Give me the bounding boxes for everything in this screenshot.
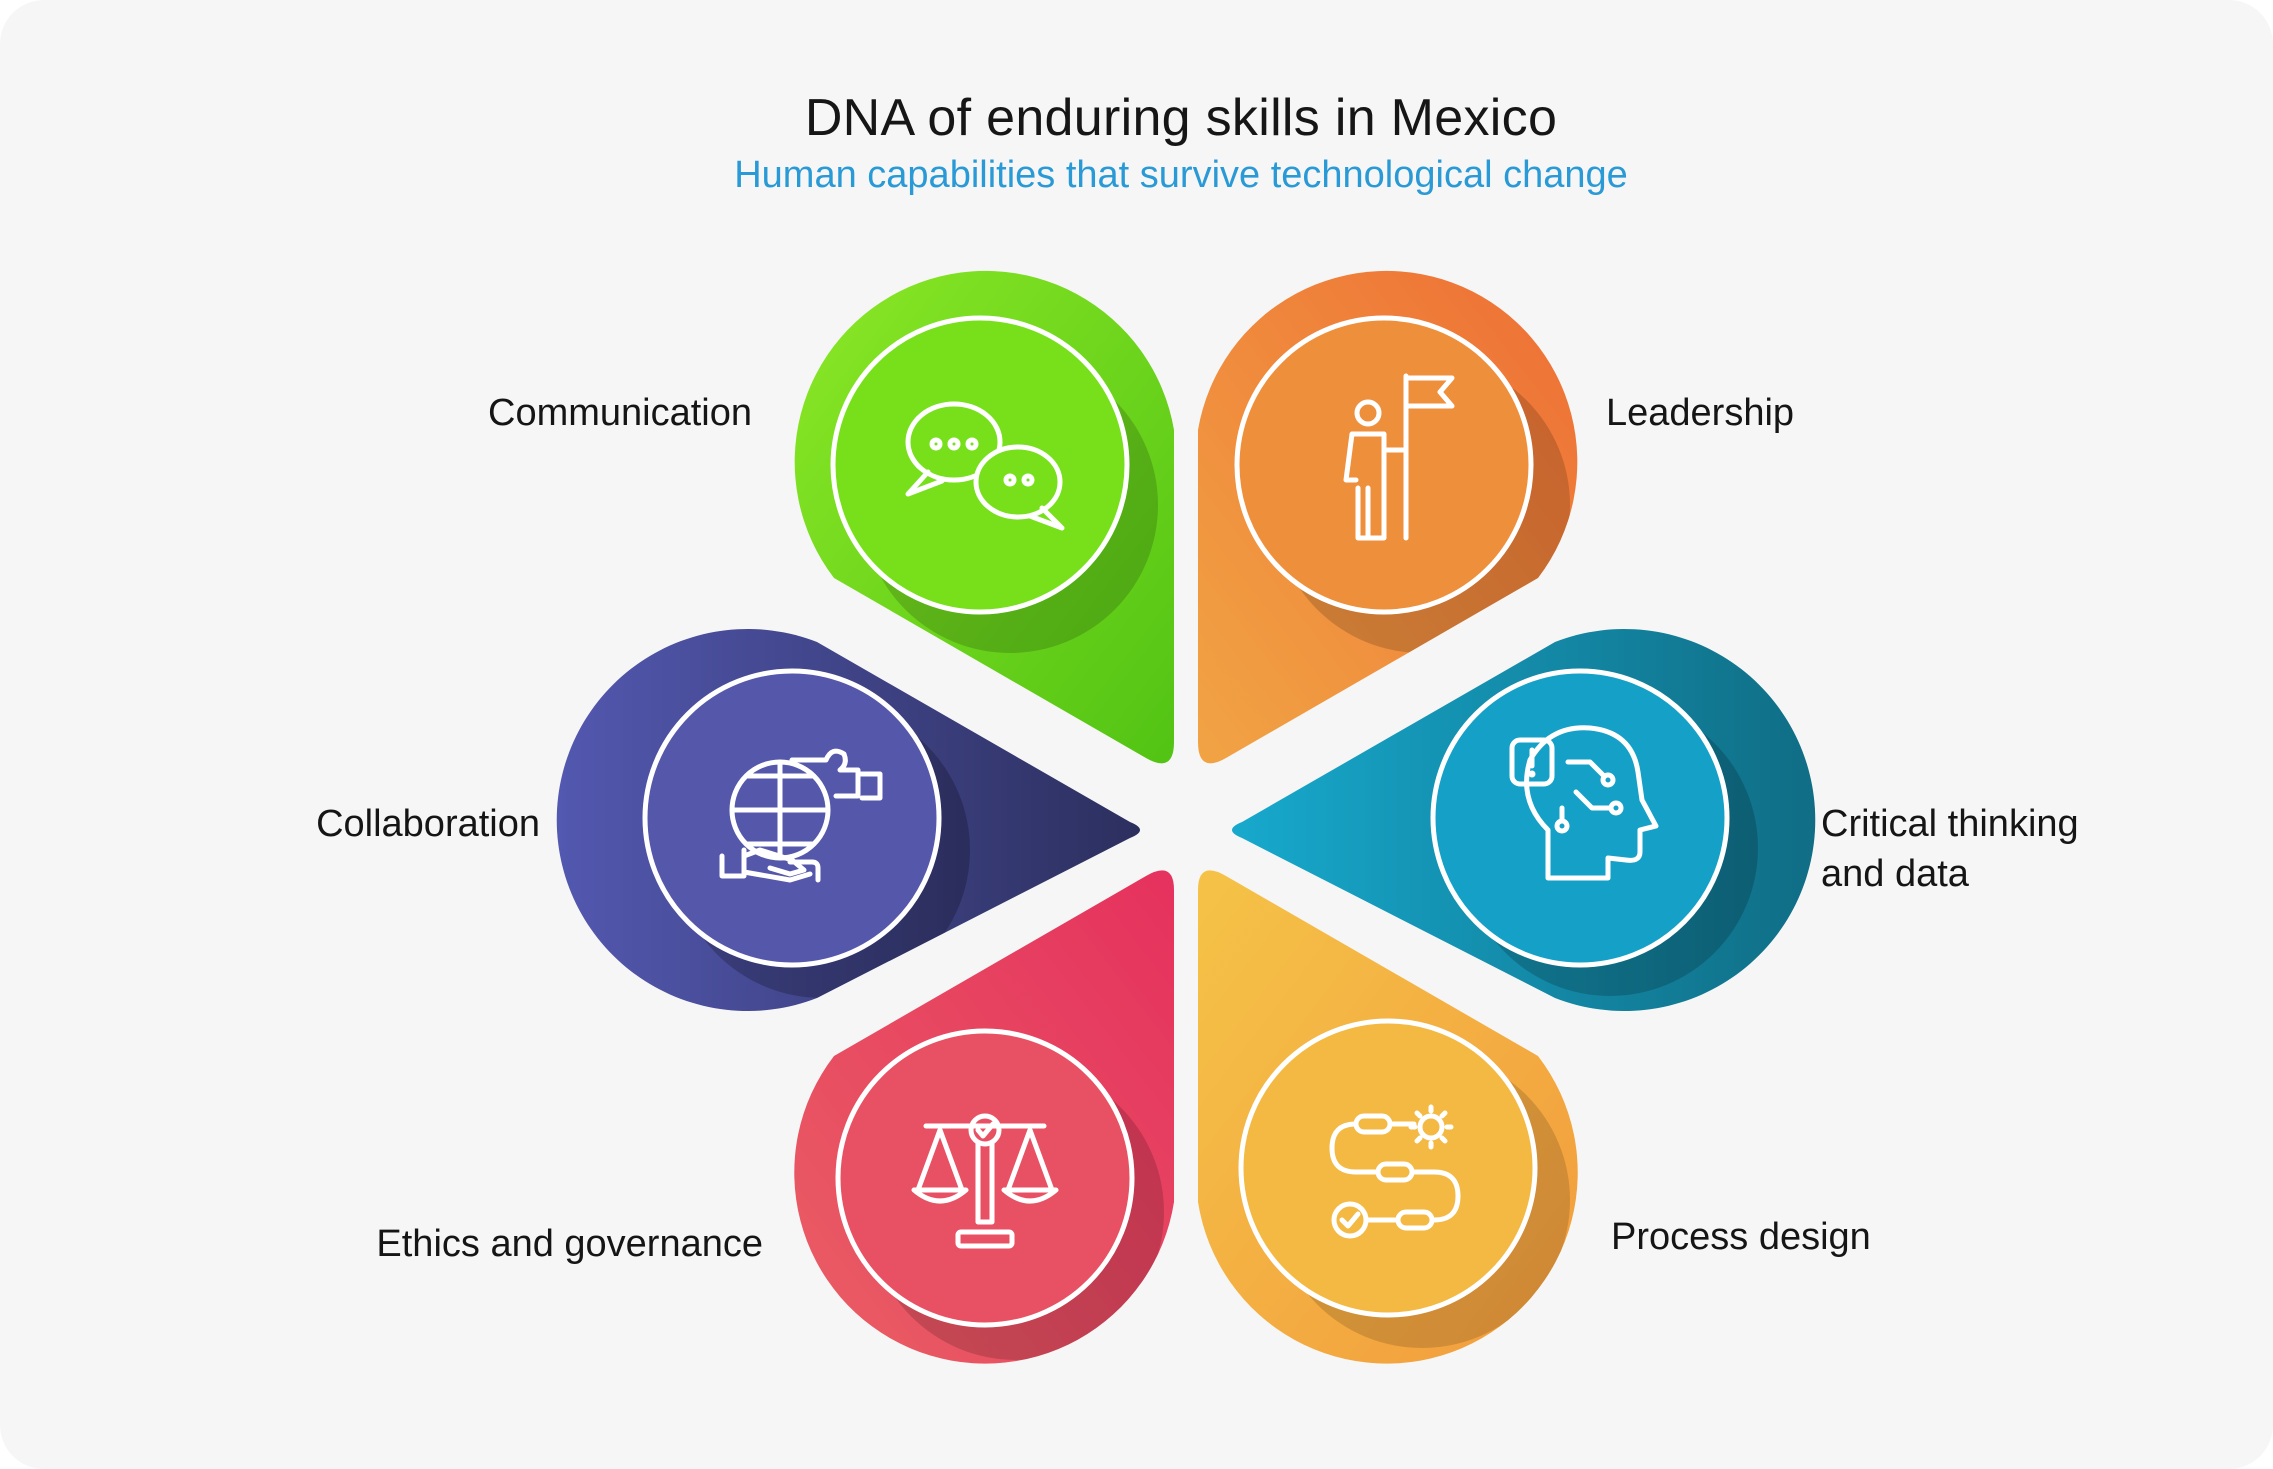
speech-bubbles-icon	[905, 401, 1065, 531]
petal-ethics-governance	[794, 870, 1174, 1364]
petal-collaboration	[556, 629, 1140, 1011]
globe-puzzle-handshake-icon	[719, 748, 883, 883]
label-ethics-governance: Ethics and governance	[376, 1223, 763, 1265]
label-collaboration: Collaboration	[316, 803, 540, 845]
petal-leadership	[1198, 270, 1578, 764]
process-flow-gear-icon	[1329, 1104, 1461, 1239]
page-subtitle: Human capabilities that survive technolo…	[734, 154, 1628, 196]
person-with-flag-icon	[1343, 373, 1455, 541]
petal-critical-thinking	[1232, 629, 1816, 1011]
label-process-design: Process design	[1611, 1216, 1871, 1258]
label-critical-thinking: Critical thinking and data	[1821, 803, 2079, 895]
page-title: DNA of enduring skills in Mexico	[804, 89, 1558, 147]
petal-process-design	[1198, 870, 1578, 1364]
label-communication: Communication	[488, 392, 752, 434]
head-circuit-alert-icon	[1509, 725, 1659, 881]
petal-communication	[794, 270, 1174, 764]
label-leadership: Leadership	[1606, 392, 1795, 434]
balance-scale-check-icon	[911, 1113, 1059, 1249]
